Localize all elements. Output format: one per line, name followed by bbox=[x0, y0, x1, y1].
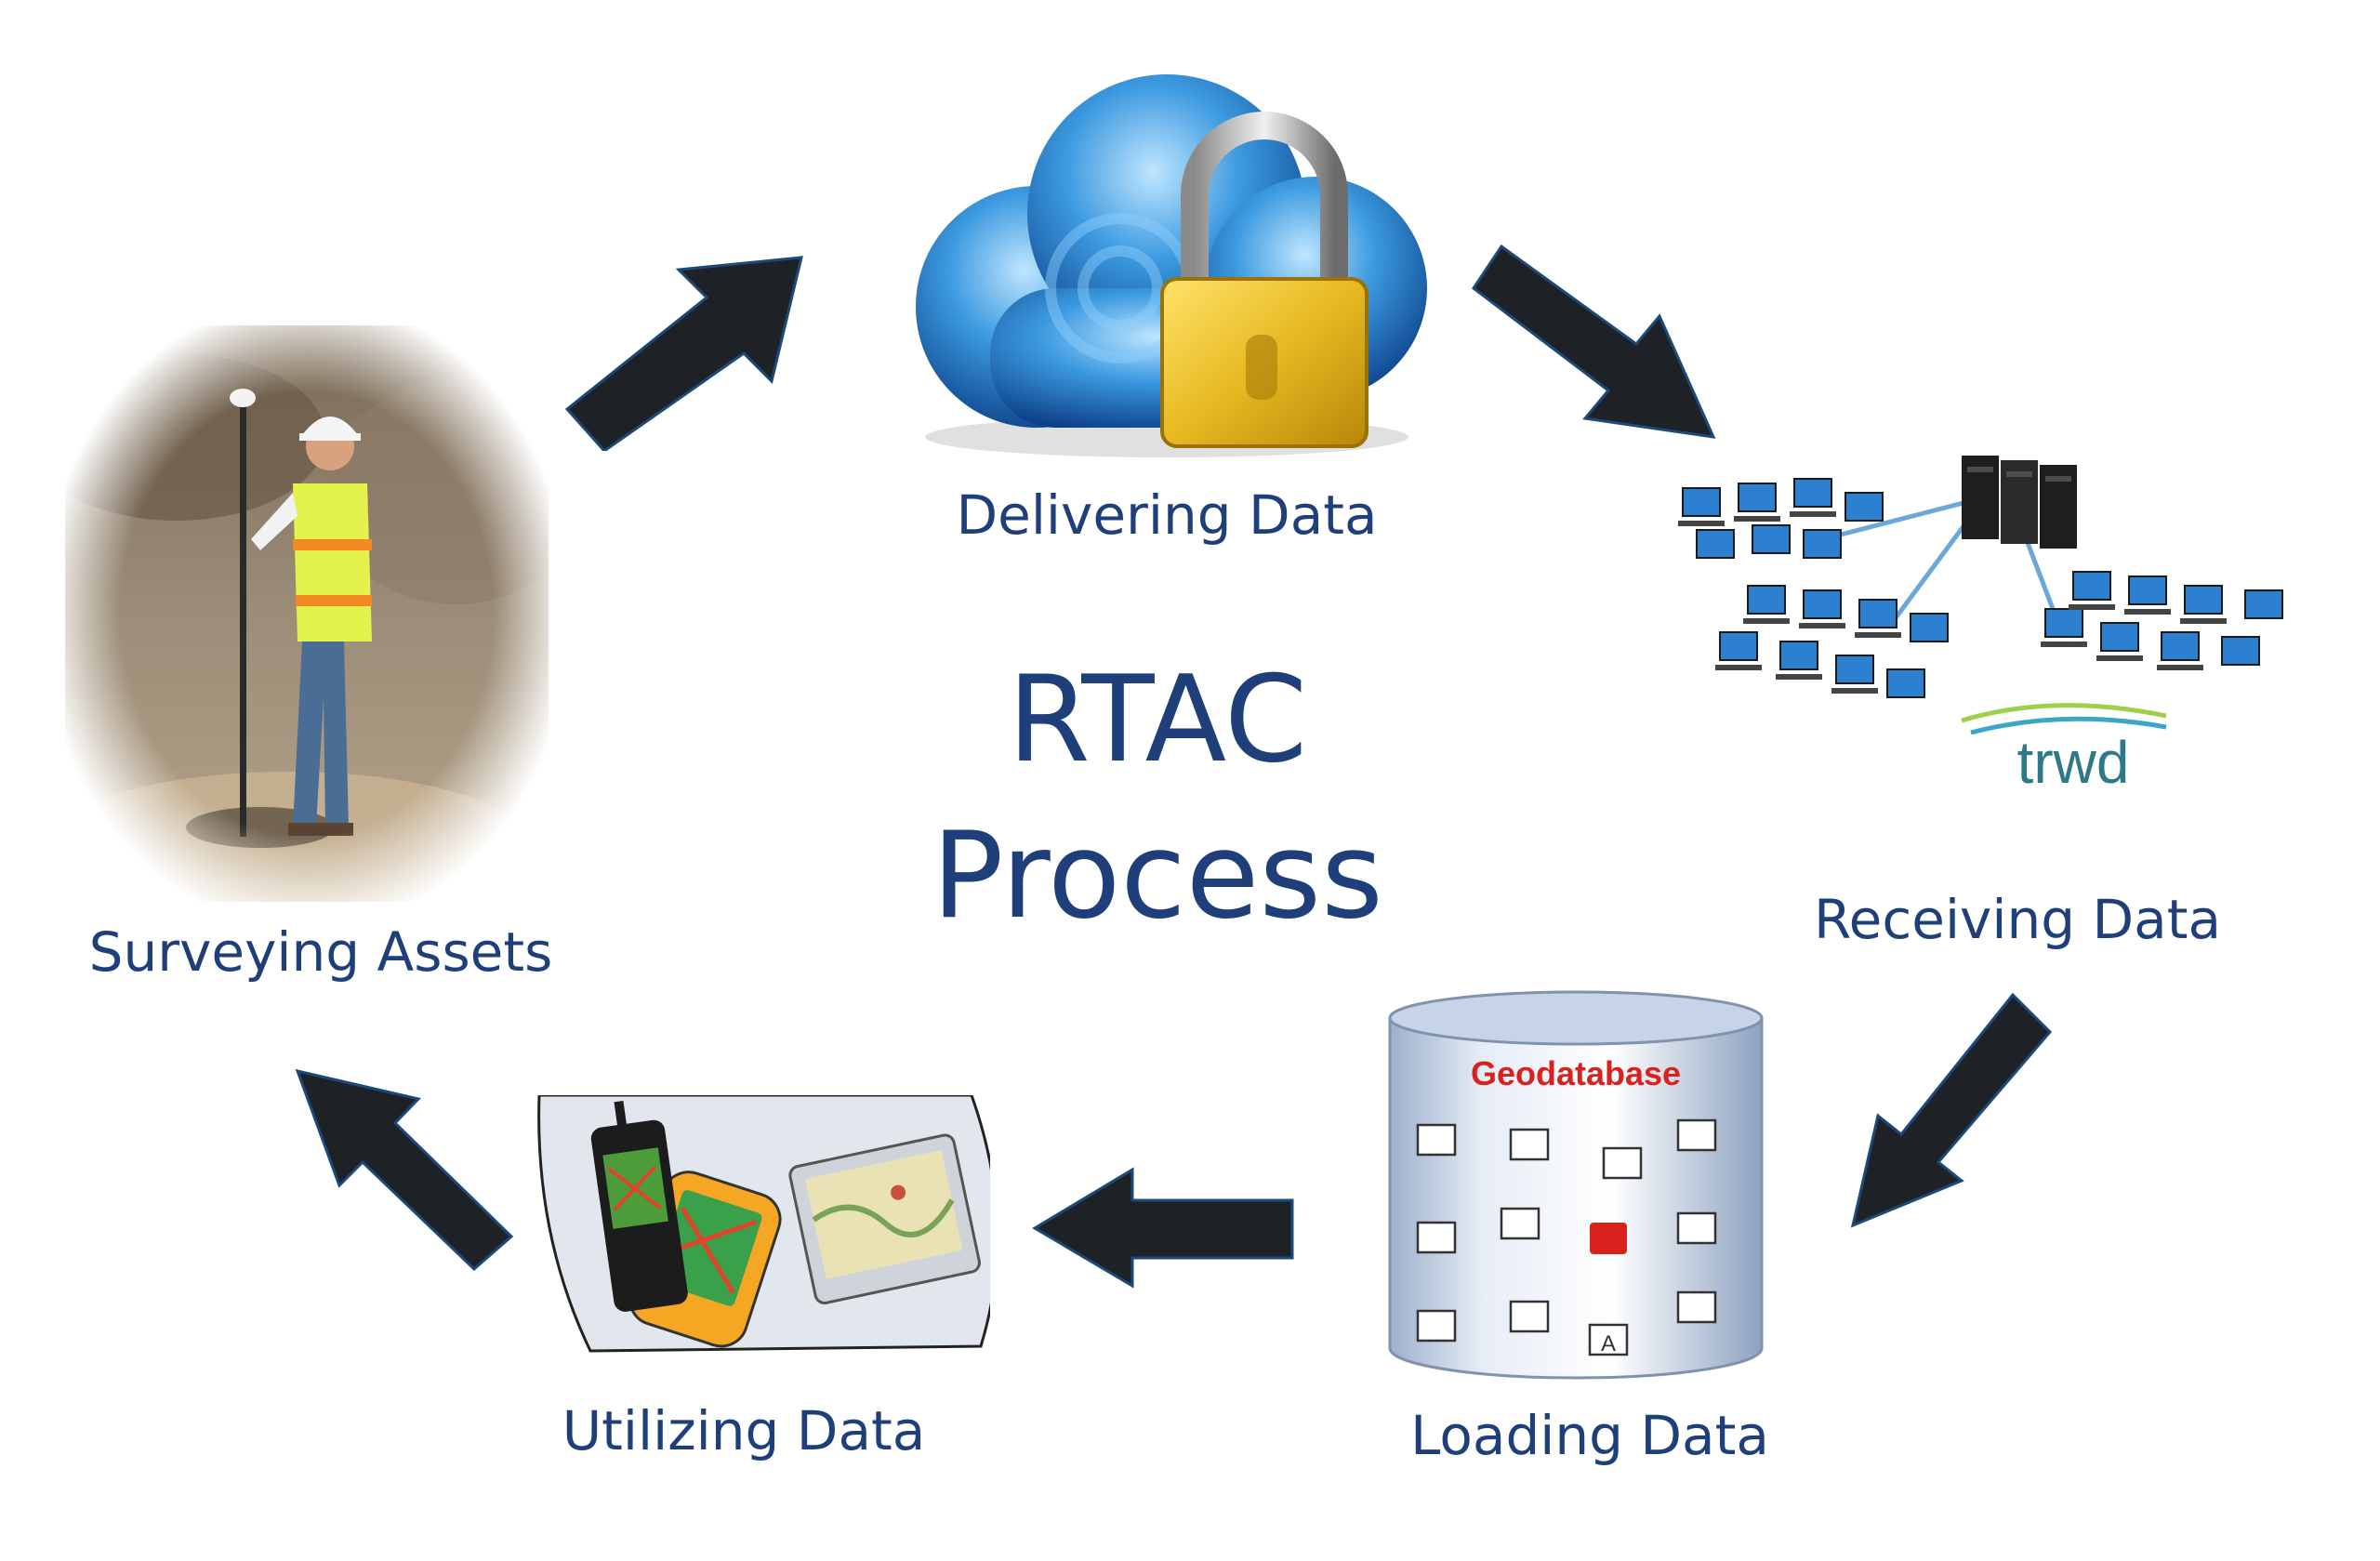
svg-text:A: A bbox=[1601, 1331, 1616, 1356]
title-line-process: Process bbox=[932, 807, 1383, 946]
arrow-utilizing-to-surveying bbox=[295, 1068, 514, 1272]
arrow-delivering-to-receiving bbox=[1471, 244, 1716, 439]
title-line-rtac: RTAC bbox=[1007, 651, 1308, 789]
arrow-receiving-to-loading bbox=[1850, 992, 2053, 1228]
step-label-receiving-data: Receiving Data bbox=[1813, 888, 2222, 951]
step-label-loading-data: Loading Data bbox=[1410, 1404, 1769, 1467]
trwd-logo: trwd bbox=[2017, 729, 2130, 796]
arrow-surveying-to-delivering bbox=[564, 256, 803, 451]
arrow-loading-to-utilizing bbox=[1032, 1167, 1294, 1289]
cloud-lock-icon bbox=[916, 74, 1427, 457]
computer-network-icon: trwd bbox=[1678, 456, 2283, 796]
geodatabase-label: Geodatabase bbox=[1471, 1054, 1681, 1092]
geodatabase-icon: Geodatabase A bbox=[1388, 990, 1764, 1380]
surveyor-photo bbox=[65, 325, 549, 902]
step-label-surveying-assets: Surveying Assets bbox=[88, 920, 553, 984]
step-label-delivering-data: Delivering Data bbox=[956, 483, 1378, 547]
mobile-devices-icon bbox=[537, 1095, 990, 1353]
step-label-utilizing-data: Utilizing Data bbox=[562, 1399, 926, 1462]
diagram-title: RTAC Process bbox=[932, 651, 1383, 946]
